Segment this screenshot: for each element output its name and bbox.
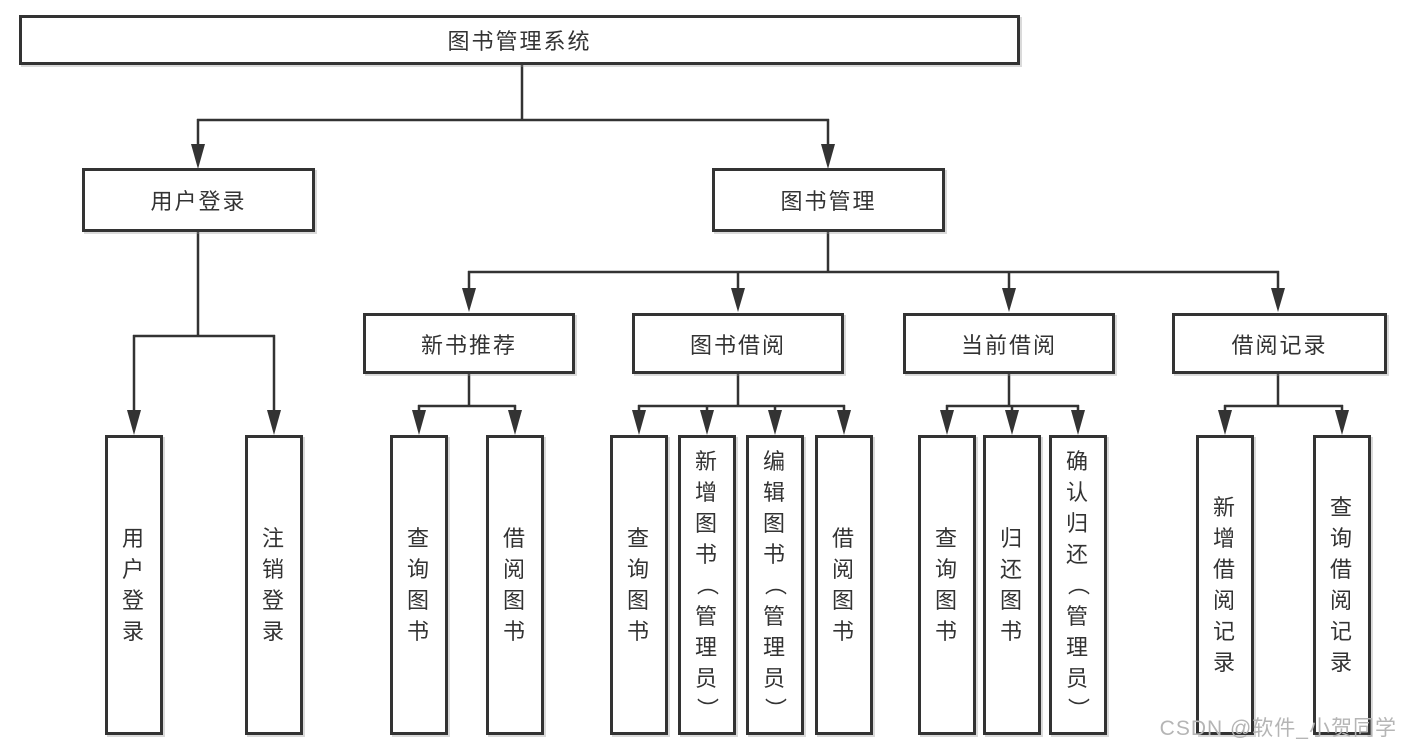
- leaf-current-query-books: 查询图书: [918, 435, 976, 735]
- leaf-borrow-add-books-admin: 新增图书（管理员）: [678, 435, 736, 735]
- leaf-logout: 注销登录: [245, 435, 303, 735]
- node-borrowing-records-label: 借阅记录: [1231, 332, 1328, 358]
- leaf-borrow-query-books-label: 查询图书: [626, 526, 651, 644]
- node-user-login-label: 用户登录: [150, 189, 247, 214]
- leaf-records-add-record: 新增借阅记录: [1196, 435, 1254, 735]
- leaf-borrow-edit-books-admin: 编辑图书（管理员）: [746, 435, 804, 735]
- node-library-system-label: 图书管理系统: [447, 29, 592, 54]
- leaf-newbook-query-books-label: 查询图书: [406, 526, 431, 644]
- node-current-borrowing: 当前借阅: [903, 313, 1115, 374]
- leaf-newbook-query-books: 查询图书: [390, 435, 448, 735]
- node-new-book-recommendation: 新书推荐: [363, 313, 575, 374]
- node-book-borrowing: 图书借阅: [632, 313, 844, 374]
- leaf-newbook-borrow-books: 借阅图书: [486, 435, 544, 735]
- node-current-borrowing-label: 当前借阅: [960, 332, 1057, 358]
- leaf-borrow-query-books: 查询图书: [610, 435, 668, 735]
- leaf-newbook-borrow-books-label: 借阅图书: [502, 526, 527, 644]
- node-book-management: 图书管理: [712, 168, 945, 232]
- node-library-system: 图书管理系统: [19, 15, 1020, 65]
- leaf-borrow-edit-books-admin-label: 编辑图书（管理员）: [762, 448, 788, 722]
- leaf-borrow-borrow-books-label: 借阅图书: [831, 526, 856, 644]
- leaf-borrow-borrow-books: 借阅图书: [815, 435, 873, 735]
- node-book-borrowing-label: 图书借阅: [689, 332, 786, 358]
- leaf-current-return-books-label: 归还图书: [999, 526, 1024, 644]
- node-book-management-label: 图书管理: [780, 189, 877, 214]
- leaf-borrow-add-books-admin-label: 新增图书（管理员）: [694, 448, 720, 722]
- node-user-login: 用户登录: [82, 168, 315, 232]
- node-borrowing-records: 借阅记录: [1172, 313, 1387, 374]
- node-new-book-recommendation-label: 新书推荐: [420, 332, 517, 358]
- leaf-logout-label: 注销登录: [261, 526, 286, 644]
- leaf-user-login-label: 用户登录: [121, 526, 146, 644]
- leaf-records-query-record: 查询借阅记录: [1313, 435, 1371, 735]
- csdn-watermark: CSDN @软件_小贺同学: [1159, 717, 1397, 740]
- leaf-records-query-record-label: 查询借阅记录: [1329, 495, 1354, 675]
- leaf-current-confirm-return-admin-label: 确认归还（管理员）: [1065, 448, 1091, 722]
- leaf-user-login: 用户登录: [105, 435, 163, 735]
- leaf-records-add-record-label: 新增借阅记录: [1212, 495, 1237, 675]
- leaf-current-return-books: 归还图书: [983, 435, 1041, 735]
- leaf-current-confirm-return-admin: 确认归还（管理员）: [1049, 435, 1107, 735]
- leaf-current-query-books-label: 查询图书: [934, 526, 959, 644]
